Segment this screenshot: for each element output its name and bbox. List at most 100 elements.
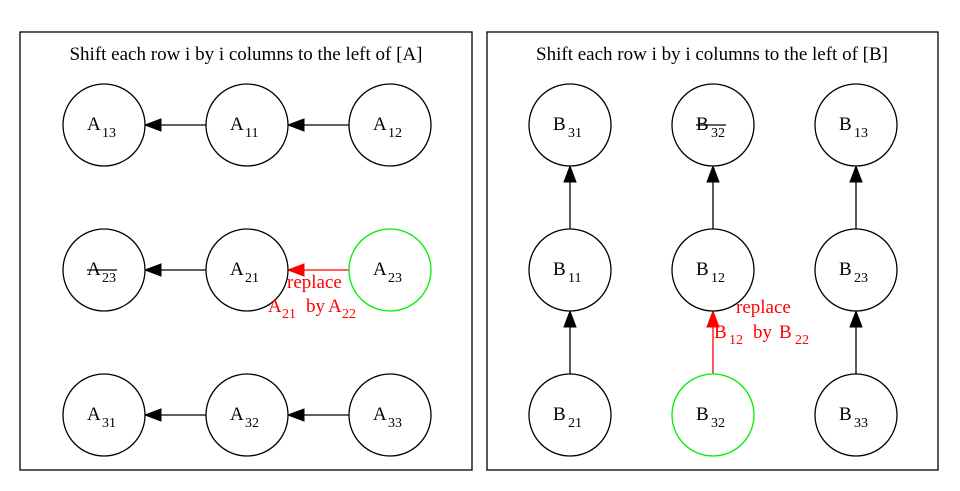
node-label-base: A bbox=[87, 114, 101, 135]
node-label-sub: 33 bbox=[854, 416, 868, 431]
edge-b23-to-b13 bbox=[849, 164, 863, 229]
node-circle bbox=[348, 228, 432, 312]
node-label-sub: 12 bbox=[711, 271, 725, 286]
node-label-base: B bbox=[839, 404, 852, 425]
node-circle bbox=[205, 373, 289, 457]
arrowhead bbox=[706, 164, 720, 183]
annotation-b-by: by bbox=[753, 322, 773, 343]
node-label-sub: 13 bbox=[102, 126, 116, 141]
node-circle bbox=[528, 228, 612, 312]
annotation-a-sub2: 22 bbox=[342, 307, 356, 322]
arrowhead bbox=[563, 309, 577, 328]
node-circle bbox=[348, 373, 432, 457]
node-label-sub: 23 bbox=[388, 271, 402, 286]
annotation-a-sub1: 21 bbox=[282, 307, 296, 322]
node-label-sub: 32 bbox=[711, 126, 725, 141]
arrowhead bbox=[286, 408, 305, 422]
node-circle bbox=[205, 228, 289, 312]
node-circle bbox=[528, 83, 612, 167]
edge-a23-to-a21 bbox=[286, 263, 349, 277]
node-circle bbox=[671, 228, 755, 312]
edge-a12-to-a11 bbox=[286, 118, 349, 132]
node-label-base: A bbox=[230, 404, 244, 425]
node-circle bbox=[62, 83, 146, 167]
arrowhead bbox=[143, 118, 162, 132]
panel-a-annotation: replace A 21 by A 22 bbox=[268, 272, 356, 322]
edge-b33-to-b23 bbox=[849, 309, 863, 374]
edge-a21-to-a23x bbox=[143, 263, 206, 277]
edge-b12-to-b32x bbox=[706, 164, 720, 229]
edge-b11-to-b31 bbox=[563, 164, 577, 229]
node-label-base: B bbox=[696, 404, 709, 425]
node-circle bbox=[62, 373, 146, 457]
node-label-base: A bbox=[373, 259, 387, 280]
node-label-base: B bbox=[696, 259, 709, 280]
annotation-b-sub1: 12 bbox=[729, 333, 743, 348]
node-circle bbox=[348, 83, 432, 167]
edge-b32-to-b12 bbox=[706, 309, 720, 374]
panel-a-title: Shift each row i by i columns to the lef… bbox=[69, 44, 422, 65]
edge-a11-to-a13 bbox=[143, 118, 206, 132]
node-label-sub: 13 bbox=[854, 126, 868, 141]
panel-b-frame bbox=[486, 31, 939, 471]
annotation-a-by: by bbox=[306, 296, 326, 317]
node-label-base: A bbox=[87, 404, 101, 425]
arrowhead bbox=[286, 118, 305, 132]
node-label-sub: 23 bbox=[102, 271, 116, 286]
node-label-sub: 32 bbox=[245, 416, 259, 431]
node-label-base: B bbox=[839, 114, 852, 135]
node-circle bbox=[205, 83, 289, 167]
node-label-sub: 32 bbox=[711, 416, 725, 431]
node-label-base: B bbox=[553, 114, 566, 135]
annotation-b-base1: B bbox=[714, 322, 727, 343]
node-label-base: A bbox=[373, 404, 387, 425]
arrowhead bbox=[563, 164, 577, 183]
edge-a32-to-a31 bbox=[143, 408, 206, 422]
node-label-sub: 33 bbox=[388, 416, 402, 431]
arrowhead bbox=[286, 263, 305, 277]
arrowhead bbox=[143, 263, 162, 277]
annotation-a-replace: replace bbox=[287, 272, 342, 293]
node-label-sub: 11 bbox=[245, 126, 258, 141]
node-label-base: B bbox=[553, 404, 566, 425]
node-label-base: A bbox=[230, 259, 244, 280]
node-circle bbox=[814, 83, 898, 167]
node-circle bbox=[528, 373, 612, 457]
node-label-base: B bbox=[553, 259, 566, 280]
panel-b-edges bbox=[563, 164, 863, 374]
panel-b-annotation: replace B 12 by B 22 bbox=[714, 297, 809, 348]
panel-b: Shift each row i by i columns to the lef… bbox=[486, 31, 939, 471]
annotation-b-sub2: 22 bbox=[795, 333, 809, 348]
node-label-base: A bbox=[230, 114, 244, 135]
node-label-sub: 31 bbox=[568, 126, 582, 141]
arrowhead bbox=[706, 309, 720, 328]
panel-a-edges bbox=[143, 118, 349, 422]
node-label-sub: 21 bbox=[568, 416, 582, 431]
node-label-sub: 21 bbox=[245, 271, 259, 286]
node-label-base: A bbox=[373, 114, 387, 135]
annotation-a-base2: A bbox=[328, 296, 342, 317]
edge-b21-to-b11 bbox=[563, 309, 577, 374]
panel-b-title: Shift each row i by i columns to the lef… bbox=[536, 44, 888, 65]
arrowhead bbox=[849, 164, 863, 183]
node-label-sub: 31 bbox=[102, 416, 116, 431]
